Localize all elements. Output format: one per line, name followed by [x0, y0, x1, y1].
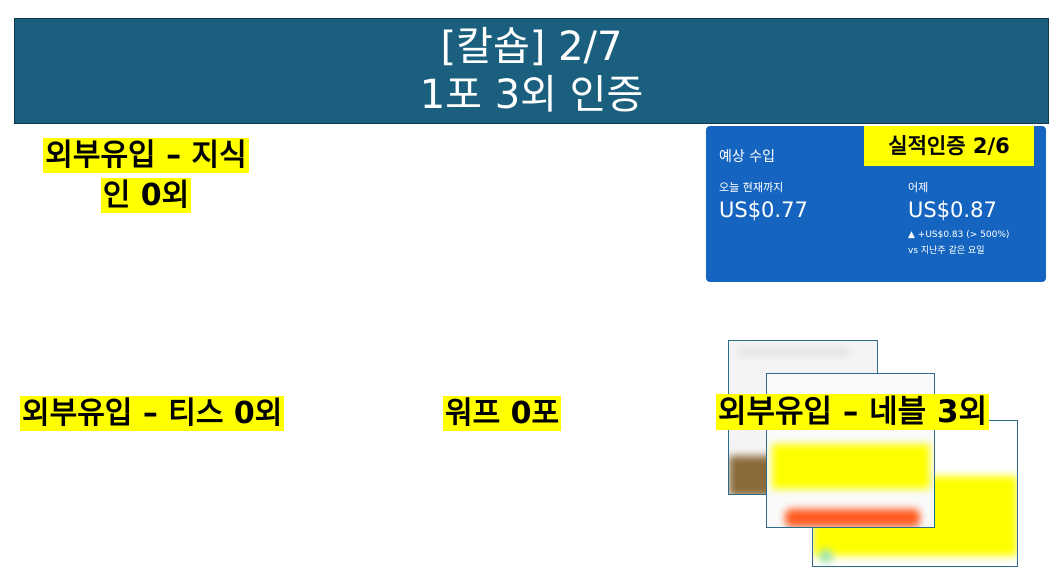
performance-badge: 실적인증 2/6 [864, 126, 1034, 166]
compare-text: vs 지난주 같은 요일 [908, 246, 985, 256]
title-banner: [칼숍] 2/7 1포 3외 인증 [14, 18, 1049, 124]
wordpress-label: 워프 0포 [443, 396, 562, 431]
naver-blog-label: 외부유입 – 네블 3외 [716, 394, 990, 430]
title-line-1: [칼숍] 2/7 [440, 24, 623, 70]
knowledge-label-line-1: 외부유입 – 지식 [43, 138, 249, 173]
knowledge-label: 외부유입 – 지식 인 0외 [20, 136, 272, 216]
change-text: ▲ +US$0.83 (> 500%) [908, 230, 1010, 240]
title-line-2: 1포 3외 인증 [419, 72, 644, 118]
knowledge-label-line-2: 인 0외 [100, 178, 192, 213]
tistory-label: 외부유입 – 티스 0외 [20, 396, 285, 431]
card-title: 예상 수입 [719, 149, 775, 165]
yesterday-label: 어제 [908, 181, 929, 194]
yesterday-value: US$0.87 [908, 198, 997, 222]
estimated-revenue-card: 예상 수입 실적인증 2/6 오늘 현재까지 US$0.77 어제 US$0.8… [706, 126, 1046, 282]
today-value: US$0.77 [719, 198, 808, 222]
today-label: 오늘 현재까지 [719, 181, 784, 194]
